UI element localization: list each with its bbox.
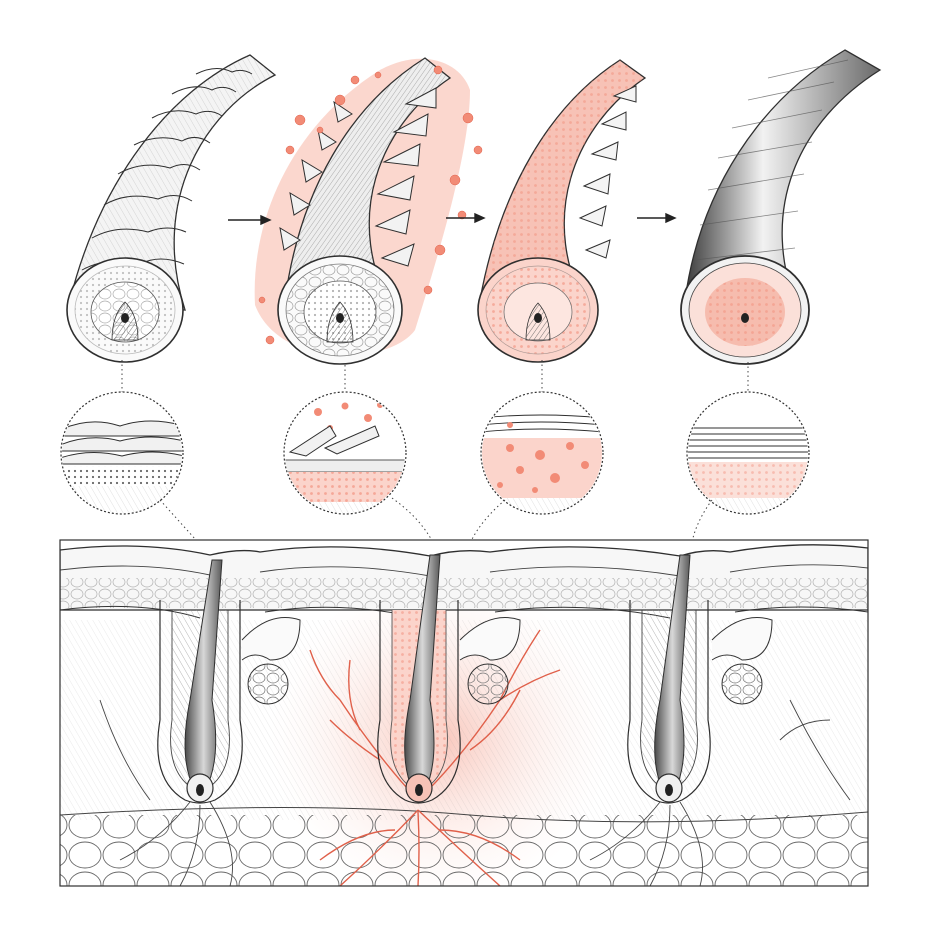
inflammation-droplets (258, 65, 483, 345)
arrow-2-icon (446, 212, 486, 224)
follicle-left (99, 559, 301, 887)
skin-frame (59, 539, 869, 887)
shaft-zoom-connectors (121, 360, 749, 392)
arrow-1-icon (228, 214, 272, 226)
inflamed-vessels (309, 629, 561, 887)
hair-shaft-healthy (66, 54, 277, 363)
follicle-center-inflamed (309, 554, 561, 887)
zoom-restored (686, 391, 810, 515)
arrow-3-icon (637, 212, 677, 224)
hair-shaft-restored (680, 49, 882, 365)
zoom-damaged (283, 391, 407, 515)
zoom-healthy (60, 391, 184, 515)
progression-arrows (228, 212, 677, 226)
follicle-right (589, 554, 851, 887)
hair-shaft-damaged (254, 57, 483, 365)
hair-shaft-repairing (477, 59, 647, 363)
zoom-repairing (480, 391, 604, 515)
